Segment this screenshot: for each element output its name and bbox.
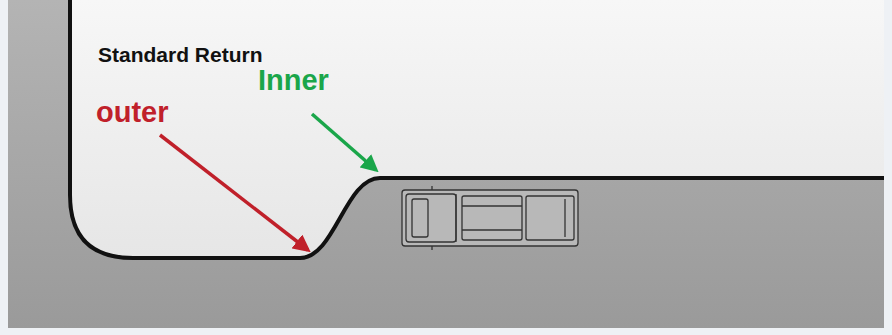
outer-leader-arrow	[160, 135, 308, 250]
inner-leader-arrow	[312, 114, 376, 170]
callout-label: Inner	[258, 66, 329, 95]
truck-symbol	[402, 186, 578, 250]
roadway	[8, 0, 884, 328]
sidewalk-area	[70, 0, 884, 258]
diagram-title: Standard Return	[98, 44, 263, 65]
curb-line	[70, 0, 884, 258]
callout-label: outer	[96, 98, 169, 127]
